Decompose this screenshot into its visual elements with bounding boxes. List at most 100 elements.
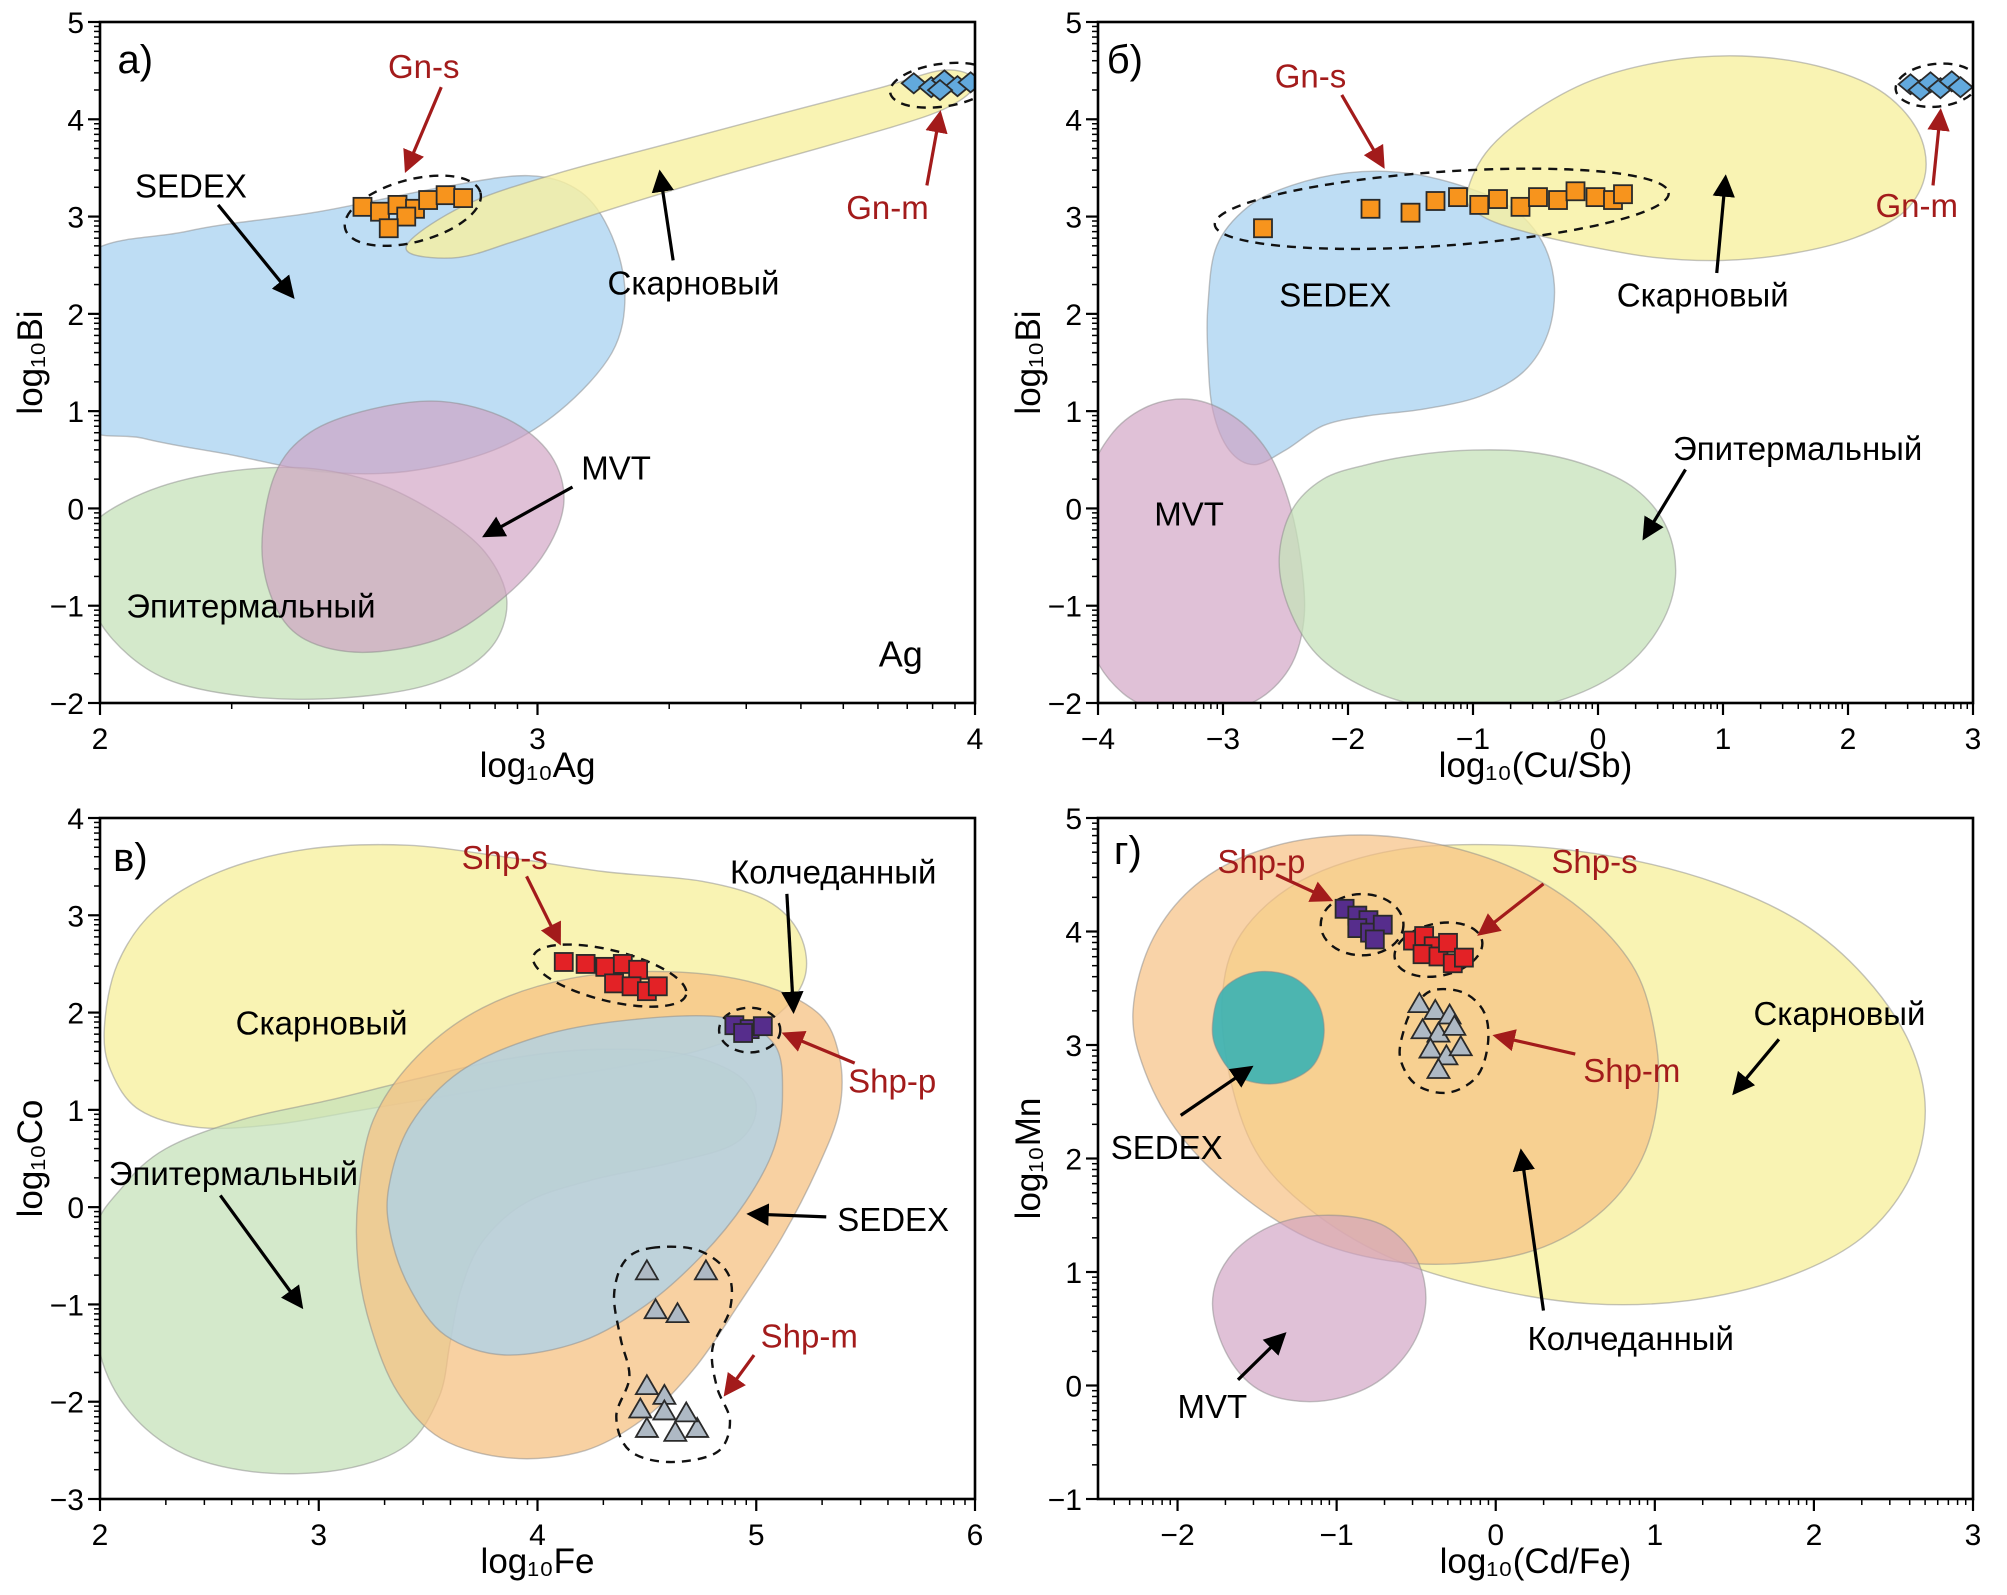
y-tick-label: 5 <box>1065 7 1082 40</box>
y-tick-label: 2 <box>67 299 84 332</box>
y-tick-label: 4 <box>67 104 84 137</box>
marker-gn-s <box>1400 202 1421 223</box>
y-tick-label: −1 <box>1048 1484 1082 1517</box>
x-tick-label: 2 <box>1806 1519 1823 1552</box>
marker-gn-s <box>1488 189 1508 209</box>
label-mvt: MVT <box>581 450 651 487</box>
marker-shp-s <box>1454 947 1474 968</box>
label-скарновый: Скарновый <box>1617 276 1789 313</box>
y-tick-label: 1 <box>1065 396 1082 429</box>
arrow-shp-p <box>781 1030 856 1065</box>
y-tick-label: −1 <box>50 1289 84 1322</box>
arrow-gn-m <box>925 110 948 186</box>
y-tick-label: 4 <box>1065 917 1082 950</box>
y-tick-label: 1 <box>67 396 84 429</box>
marker-shp-m <box>1417 1036 1444 1059</box>
marker-gn-s <box>1613 184 1633 205</box>
arrow-shp-m <box>723 1354 756 1397</box>
marker-gn-m <box>1947 76 1973 99</box>
field-скарновый <box>1466 55 1927 262</box>
marker-shp-p <box>733 1023 754 1043</box>
marker-shp-m <box>1406 991 1432 1014</box>
x-tick-label: −2 <box>1331 723 1365 756</box>
outline-shp-p <box>717 1006 782 1054</box>
label-gn-m: Gn-m <box>846 189 929 226</box>
arrow-gn-s <box>403 86 443 173</box>
y-tick-label: 5 <box>67 7 84 40</box>
x-tick-label: −1 <box>1456 723 1490 756</box>
axis-ticks <box>88 816 977 1511</box>
field-sedex <box>386 1015 784 1356</box>
marker-gn-s <box>418 190 439 210</box>
y-tick-label: −2 <box>1048 688 1082 721</box>
corner-label: Ag <box>879 633 923 674</box>
marker-gn-s <box>1585 187 1606 208</box>
x-axis-title: log₁₀Ag <box>480 746 596 785</box>
outline-gn-m <box>888 61 975 109</box>
y-tick-label: 2 <box>1065 1144 1082 1177</box>
arrow-скарновый <box>1712 174 1735 274</box>
outline-shp-m <box>612 1245 734 1464</box>
marker-shp-m <box>634 1416 660 1438</box>
label-shp-m: Shp-m <box>761 1318 858 1355</box>
marker-shp-s <box>575 954 596 974</box>
label-sedex: SEDEX <box>1111 1129 1223 1166</box>
y-tick-label: 0 <box>1065 1371 1082 1404</box>
marker-shp-m <box>662 1420 688 1442</box>
axis-ticks <box>88 20 977 715</box>
y-tick-label: −1 <box>50 591 84 624</box>
marker-shp-m <box>1425 1057 1452 1079</box>
marker-shp-p <box>752 1016 773 1037</box>
y-tick-label: 0 <box>67 493 84 526</box>
arrow-shp-m <box>1492 1029 1576 1056</box>
arrow-shp-p <box>1275 873 1334 902</box>
y-axis-title: log₁₀Bi <box>12 310 50 414</box>
x-tick-label: 3 <box>529 723 546 756</box>
arrow-sedex <box>746 1203 827 1226</box>
marker-gn-s <box>1469 194 1490 215</box>
panel-letter: б) <box>1107 38 1143 82</box>
label-mvt: MVT <box>1154 495 1224 532</box>
marker-shp-m <box>634 1258 660 1281</box>
label-gn-s: Gn-s <box>388 48 460 85</box>
axis-frame <box>1096 20 1975 705</box>
label-shp-m: Shp-m <box>1583 1052 1680 1089</box>
x-tick-label: 4 <box>529 1519 546 1552</box>
marker-gn-s <box>378 218 399 239</box>
marker-gn-s <box>396 206 417 227</box>
arrow-mvt <box>482 485 574 538</box>
arrow-shp-s <box>525 875 561 946</box>
y-axis-title: log₁₀Mn <box>1010 1098 1048 1220</box>
outline-shp-s <box>531 943 688 1008</box>
label-gn-s: Gn-s <box>1275 58 1347 95</box>
outline-shp-s <box>1393 921 1484 979</box>
label-sedex: SEDEX <box>1279 276 1391 313</box>
x-tick-label: 2 <box>92 723 109 756</box>
label-shp-p: Shp-p <box>848 1063 936 1100</box>
label-sedex: SEDEX <box>135 167 247 204</box>
y-tick-label: −3 <box>50 1484 84 1517</box>
y-tick-label: 4 <box>1065 104 1082 137</box>
label-sedex: SEDEX <box>837 1201 949 1238</box>
panel-letter: г) <box>1114 829 1142 873</box>
arrow-скарновый <box>1732 1038 1781 1096</box>
label-gn-m: Gn-m <box>1876 187 1959 224</box>
y-axis-title: log₁₀Bi <box>1010 310 1048 414</box>
marker-shp-s <box>553 952 574 972</box>
marker-shp-m <box>1448 1034 1474 1057</box>
y-tick-label: 2 <box>1065 299 1082 332</box>
x-axis-title: log₁₀(Cu/Sb) <box>1439 746 1633 785</box>
y-tick-label: 0 <box>1065 493 1082 526</box>
arrow-скарновый <box>651 169 675 261</box>
arrow-sedex <box>1179 1065 1254 1117</box>
marker-shp-s <box>628 959 649 980</box>
marker-gn-s <box>435 185 456 206</box>
x-tick-label: 3 <box>1965 723 1982 756</box>
x-tick-label: 3 <box>1965 1519 1982 1552</box>
label-колчеданный: Колчеданный <box>730 854 936 891</box>
panel-letter: а) <box>118 38 154 82</box>
x-tick-label: 0 <box>1487 1519 1504 1552</box>
